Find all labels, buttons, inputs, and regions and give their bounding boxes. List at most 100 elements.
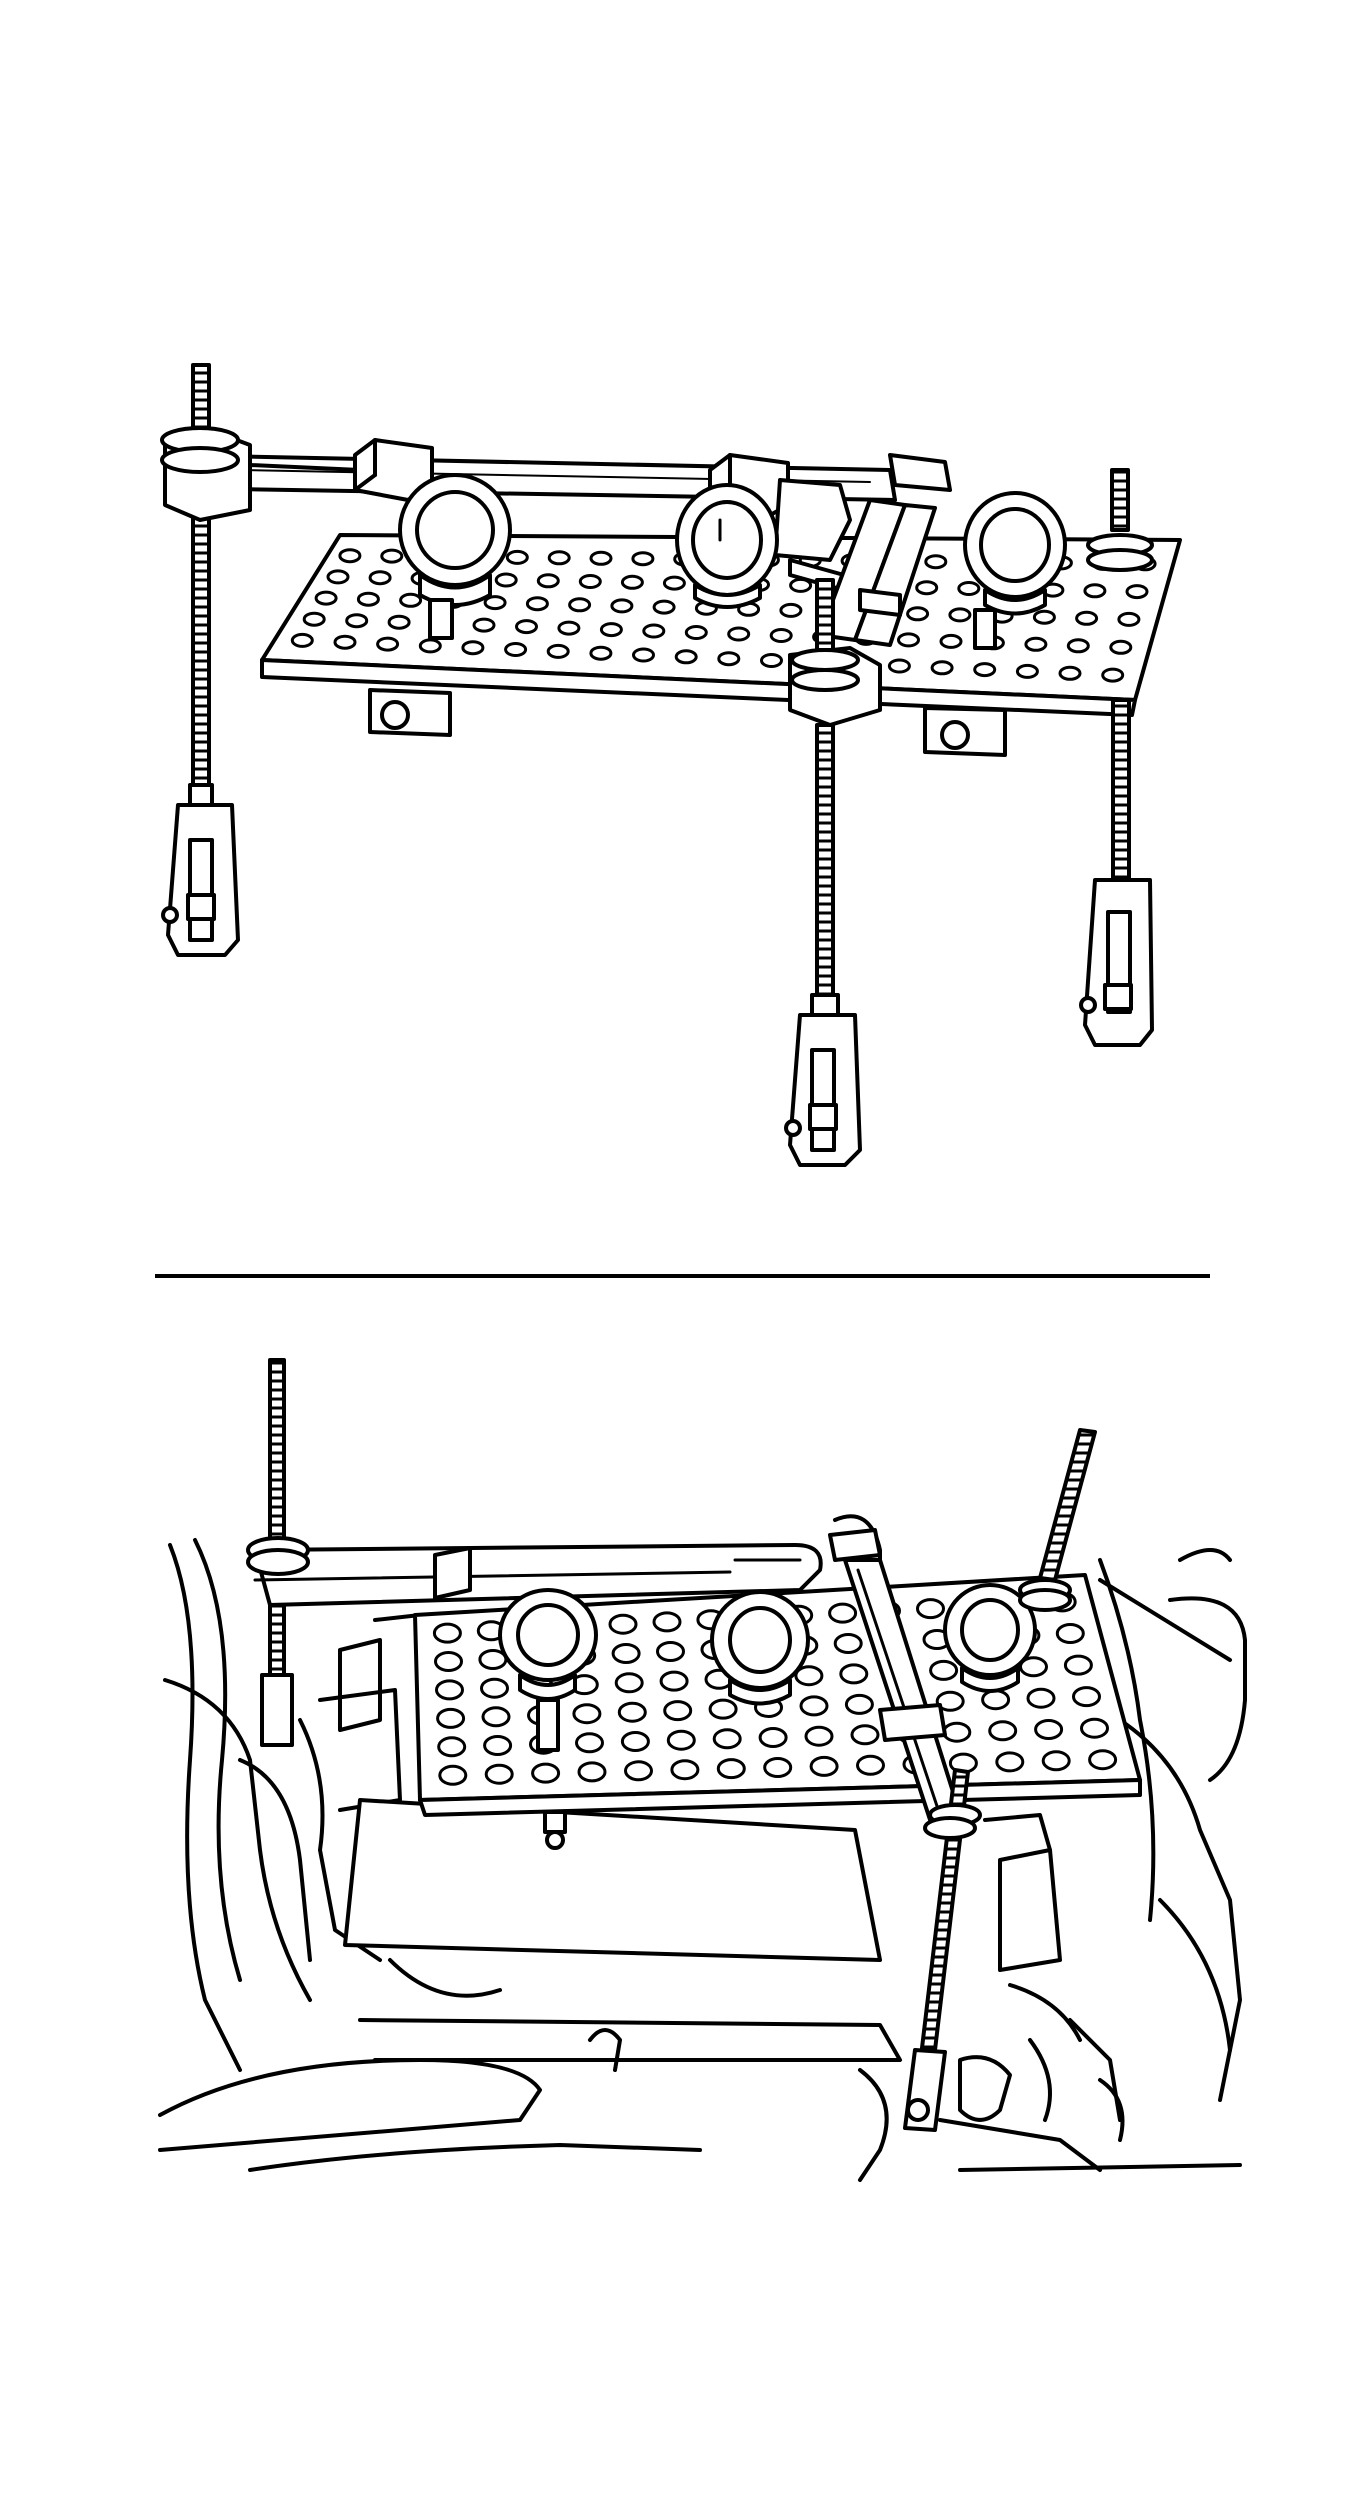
plate-hole xyxy=(663,1700,693,1722)
plate-hole xyxy=(610,598,634,614)
eyebolt-left xyxy=(398,473,512,640)
plate-hole xyxy=(290,632,314,648)
plate-hole xyxy=(614,1672,644,1694)
plate-hole xyxy=(1088,1749,1118,1771)
plate-hole xyxy=(1080,1717,1109,1739)
plate-hole xyxy=(1072,1686,1101,1708)
plate-hole xyxy=(1015,663,1039,679)
figure-divider xyxy=(155,1274,1210,1278)
plate-hole xyxy=(599,622,623,638)
plate-hole xyxy=(472,617,496,633)
plate-hole xyxy=(632,647,655,663)
plate-hole xyxy=(758,1727,788,1748)
plate-hole xyxy=(794,1665,824,1687)
plate-hole xyxy=(684,625,708,640)
plate-hole xyxy=(345,613,369,629)
plate-hole xyxy=(568,597,592,613)
under-nut-right xyxy=(923,706,1007,757)
plate-hole xyxy=(1041,1750,1071,1772)
plate-hole xyxy=(942,1721,972,1743)
plate-hole xyxy=(480,1677,509,1699)
fixture-installed-illustration xyxy=(0,1300,1354,2220)
plate-hole xyxy=(1083,583,1107,599)
threaded-rod-right-installed xyxy=(1018,1428,1097,1612)
plate-hole xyxy=(1026,1687,1056,1709)
plate-hole xyxy=(809,1755,839,1777)
fixture-isolated-illustration xyxy=(160,363,1182,1167)
plate-hole xyxy=(1109,639,1133,655)
slide-bracket-left xyxy=(160,426,362,522)
plate-hole xyxy=(804,1725,834,1747)
plate-hole xyxy=(930,660,954,676)
plate-hole xyxy=(436,1707,466,1729)
plate-hole xyxy=(1125,584,1149,600)
plate-hole xyxy=(924,554,948,570)
plate-hole xyxy=(957,581,981,596)
plate-hole xyxy=(674,649,698,665)
plate-hole xyxy=(839,1663,869,1685)
plate-hole xyxy=(906,606,930,622)
plate-hole xyxy=(897,632,920,648)
plate-hole xyxy=(708,1698,738,1720)
plate-hole xyxy=(617,1701,647,1723)
plate-hole xyxy=(779,602,803,618)
plate-hole xyxy=(915,580,939,596)
plate-hole xyxy=(536,573,560,589)
plate-hole xyxy=(642,623,666,639)
plate-hole xyxy=(652,599,676,615)
eyebolt-left-installed xyxy=(498,1588,598,1752)
plate-hole xyxy=(662,575,686,591)
plate-hole xyxy=(973,662,997,678)
plate-hole xyxy=(483,595,507,611)
plate-hole xyxy=(939,633,963,649)
plate-hole xyxy=(763,1757,793,1778)
plate-hole xyxy=(717,651,741,667)
plate-hole xyxy=(578,574,602,589)
plate-hole xyxy=(575,1732,604,1754)
plate-hole xyxy=(438,1764,468,1786)
plate-hole xyxy=(380,548,404,564)
clamp-block-installed xyxy=(433,1546,472,1600)
plate-hole xyxy=(557,620,581,636)
plate-hole xyxy=(387,614,411,630)
plate-hole xyxy=(833,1633,863,1654)
plate-hole xyxy=(525,596,549,612)
adjustable-slide-assembly xyxy=(818,453,952,647)
plate-hole xyxy=(368,570,392,586)
plate-hole xyxy=(760,653,783,668)
clevis-foot-right xyxy=(1079,878,1154,1047)
plate-hole xyxy=(572,1703,602,1725)
plate-hole xyxy=(589,645,613,661)
plate-hole xyxy=(302,611,326,627)
plate-hole xyxy=(656,1641,685,1662)
plate-hole xyxy=(333,634,357,650)
plate-hole xyxy=(856,1754,885,1776)
plate-hole xyxy=(844,1693,874,1715)
plate-hole xyxy=(376,636,400,652)
plate-hole xyxy=(727,626,751,642)
plate-hole xyxy=(1117,611,1141,627)
eyebolt-right xyxy=(963,491,1067,650)
under-stud-installed xyxy=(543,1810,567,1850)
fixture-isolated-svg xyxy=(160,363,1182,1167)
plate-hole xyxy=(1055,1623,1085,1644)
plate-hole xyxy=(611,1643,641,1664)
plate-hole xyxy=(666,1729,696,1751)
plate-hole xyxy=(484,1763,514,1785)
plate-hole xyxy=(712,1728,742,1750)
plate-hole xyxy=(948,607,972,623)
plate-hole xyxy=(481,1706,511,1728)
plate-hole xyxy=(546,643,570,659)
plate-hole xyxy=(504,642,528,657)
plate-hole xyxy=(608,1613,638,1635)
plate-hole xyxy=(1058,665,1082,681)
plate-hole xyxy=(1024,636,1048,652)
clevis-foot-center xyxy=(784,1013,862,1167)
plate-hole xyxy=(494,572,518,588)
plate-hole xyxy=(326,569,350,585)
threaded-rod-front-installed xyxy=(903,1768,982,2132)
plate-hole xyxy=(515,619,538,635)
plate-hole xyxy=(850,1724,880,1746)
fixture-installed-svg xyxy=(158,1358,1247,2182)
plate-hole xyxy=(418,638,442,654)
